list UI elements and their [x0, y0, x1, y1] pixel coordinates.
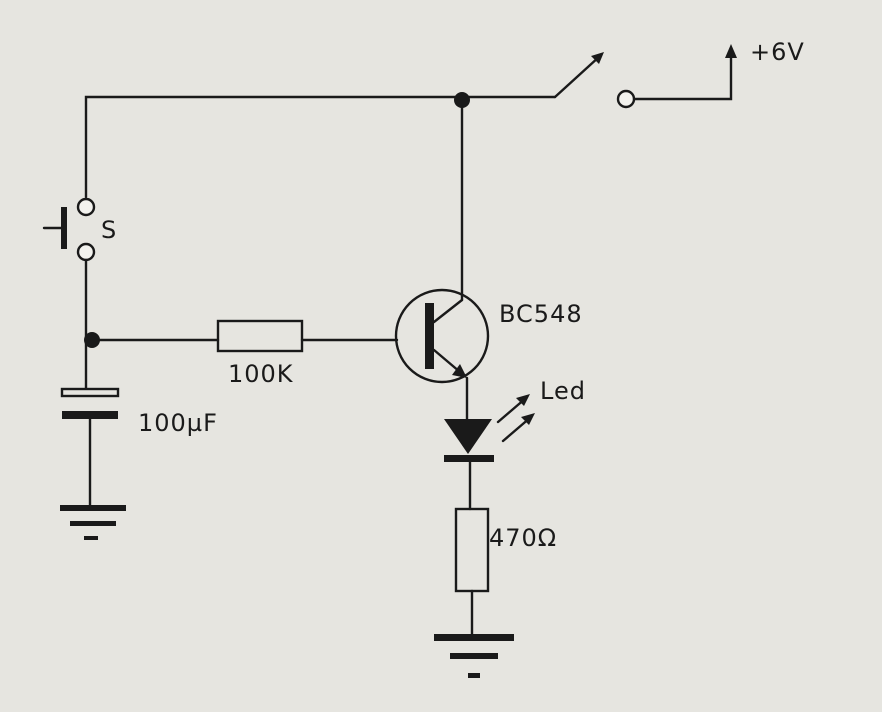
- pushbutton-s: [42, 197, 96, 262]
- switch-contact: [616, 89, 636, 109]
- top-rail-wire: [84, 95, 557, 199]
- transistor-bc548: [394, 98, 490, 384]
- main-switch: [553, 44, 737, 109]
- base-resistor-label: 100K: [228, 360, 294, 388]
- led-resistor: [454, 507, 490, 637]
- capacitor-label: 100µF: [138, 409, 218, 437]
- ground-right: [434, 634, 514, 678]
- ground-left: [60, 505, 126, 540]
- capacitor: [60, 387, 120, 510]
- base-resistor: [90, 319, 399, 353]
- transistor-label: BC548: [499, 300, 583, 328]
- led: [444, 394, 535, 462]
- led-label: Led: [540, 377, 586, 405]
- supply-arrow: [725, 44, 737, 58]
- supply-label: +6V: [750, 38, 805, 66]
- pushbutton-label: S: [101, 216, 117, 244]
- led-resistor-label: 470Ω: [489, 524, 557, 552]
